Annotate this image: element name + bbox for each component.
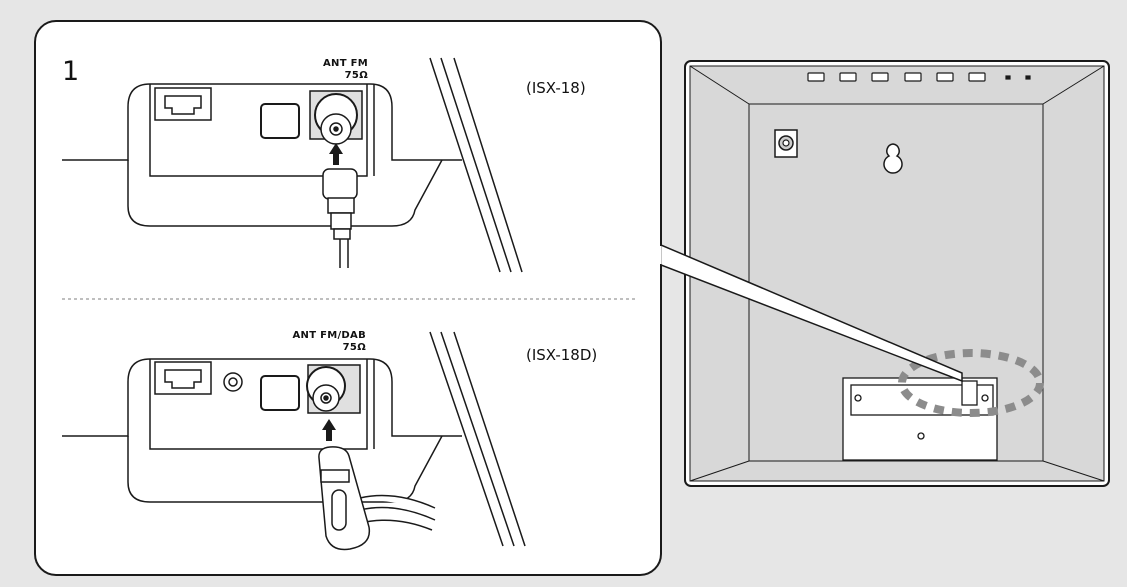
dab-antenna-plug xyxy=(318,446,436,551)
bottom-device-detail xyxy=(62,331,526,547)
model-label-isx18d: (ISX-18D) xyxy=(526,346,598,364)
antenna-port-label-line1: ANT FM xyxy=(323,58,368,69)
connector-panel xyxy=(842,377,998,461)
insert-arrow-icon-2 xyxy=(322,419,336,441)
highlight-dotted-ellipse xyxy=(898,349,1044,417)
lan-port xyxy=(154,87,212,121)
dc-in-port xyxy=(223,372,243,392)
keyhole-mount-icon xyxy=(883,143,903,174)
antenna-port-label-line2: 75Ω xyxy=(344,70,368,81)
antenna-port-label-2-line1: ANT FM/DAB xyxy=(292,330,366,341)
callout-pointer xyxy=(658,243,963,383)
insert-arrow-icon xyxy=(329,143,343,165)
fm-antenna-plug xyxy=(322,168,358,268)
model-label-isx18: (ISX-18) xyxy=(526,79,586,97)
antenna-port-2 xyxy=(306,364,361,414)
top-device-detail xyxy=(62,57,523,273)
step-number: 1 xyxy=(62,56,80,87)
antenna-port xyxy=(309,90,363,145)
top-vent-slots xyxy=(807,72,1031,82)
antenna-port-label-2: ANT FM/DAB 75Ω xyxy=(258,330,366,354)
antenna-port-label-2-line2: 75Ω xyxy=(342,342,366,353)
tripod-socket-icon xyxy=(774,129,798,158)
antenna-port-label: ANT FM 75Ω xyxy=(290,58,368,82)
usb-port xyxy=(260,103,300,139)
usb-port-2 xyxy=(260,375,300,411)
lan-port-2 xyxy=(154,361,212,395)
